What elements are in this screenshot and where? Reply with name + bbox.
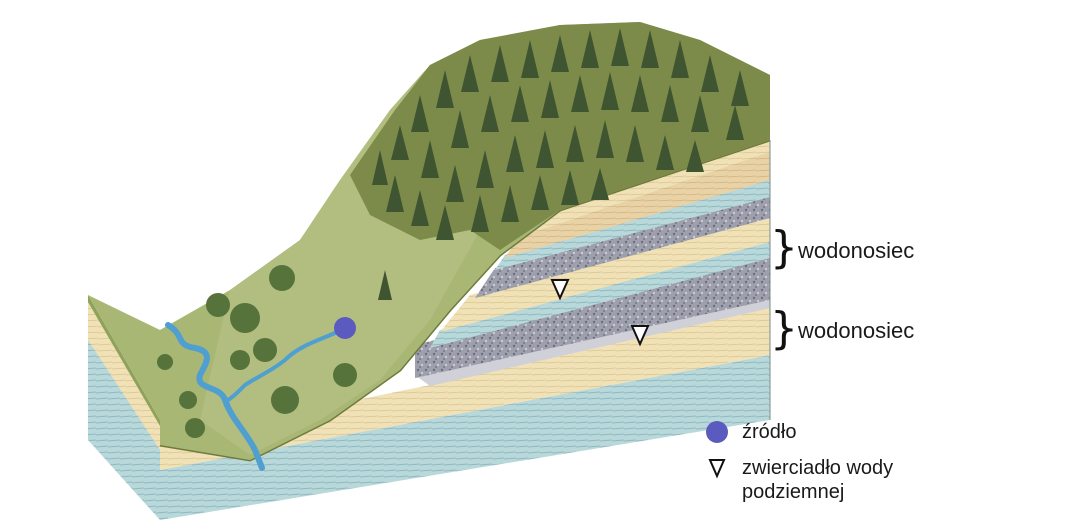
legend-water-table-label-line2: podziemnej [742,481,845,503]
brace-upper-aquifer-icon: } [770,222,798,273]
label-lower-aquifer: wodonosiec [798,318,915,343]
legend-spring-label: źródło [742,421,797,443]
river-tributary [223,328,344,404]
label-upper-aquifer: wodonosiec [798,238,915,263]
front-face [88,295,160,520]
water-table-marker-upper [550,279,570,301]
river [165,322,265,471]
water-table-marker-lower [630,325,650,347]
legend-spring-icon [706,421,728,443]
legend-water-table-label-line1: zwierciadło wody [742,457,894,479]
legend-water-table-icon [708,459,726,479]
brace-lower-aquifer-icon: } [770,303,798,354]
spring-marker [334,317,356,339]
forest [157,28,749,438]
